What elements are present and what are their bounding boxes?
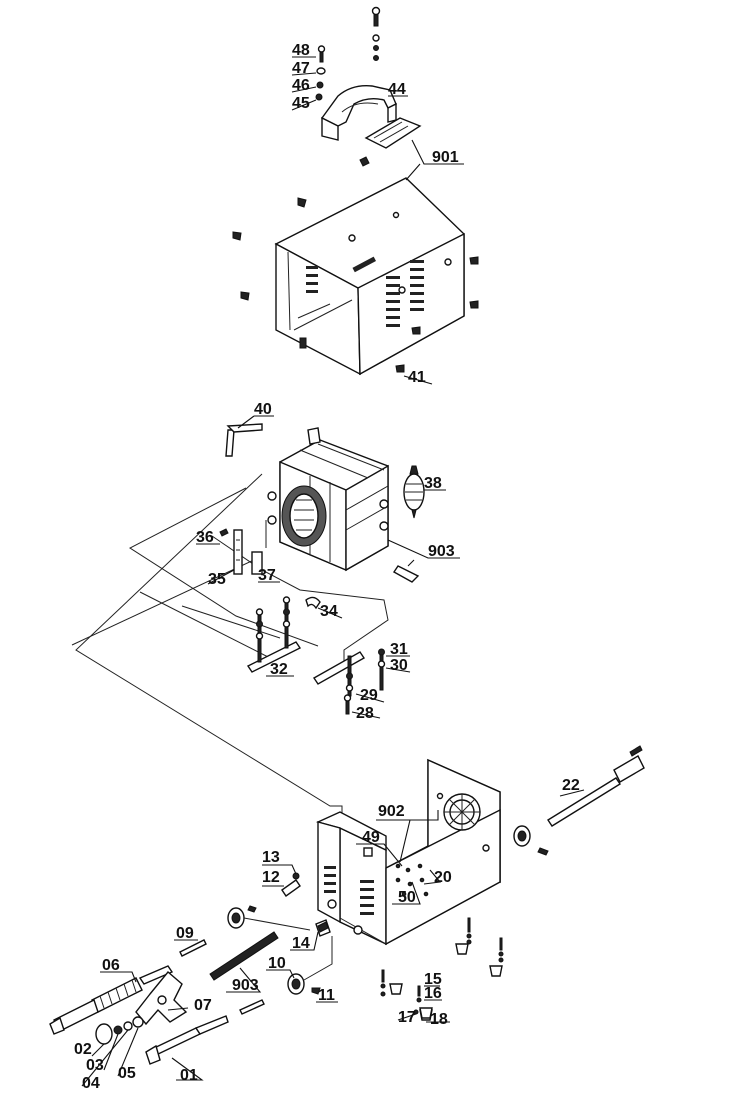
part-37-bracket xyxy=(251,551,263,575)
label-07: 07 xyxy=(194,997,212,1014)
cable-gland xyxy=(513,825,549,856)
earth-pin xyxy=(239,999,265,1015)
part-31-nut xyxy=(378,648,385,656)
label-18: 18 xyxy=(430,1011,448,1028)
part-05-washer xyxy=(132,1016,144,1028)
label-13: 13 xyxy=(262,849,280,866)
label-902: 902 xyxy=(378,803,405,820)
part-29-nut xyxy=(346,672,353,680)
transformer-core xyxy=(267,427,389,572)
part-16-washer xyxy=(416,997,422,1003)
part-29-washer xyxy=(345,684,354,692)
label-903-transformer: 903 xyxy=(428,543,455,560)
part-09-pin xyxy=(179,939,207,957)
handle-plate xyxy=(364,117,422,149)
part-28-bolt xyxy=(343,694,352,715)
part-903-cable xyxy=(209,931,279,981)
label-11: 11 xyxy=(318,987,335,1004)
label-16: 16 xyxy=(424,985,442,1002)
part-22-mains-cable xyxy=(547,745,645,827)
part-06-electrode-holder xyxy=(49,965,174,1035)
part-10-socket xyxy=(287,936,333,995)
label-37: 37 xyxy=(258,567,276,584)
label-901: 901 xyxy=(432,149,459,166)
label-47: 47 xyxy=(292,60,310,77)
label-06: 06 xyxy=(102,957,120,974)
part-36-clip xyxy=(219,528,229,537)
part-38-knob xyxy=(403,465,425,519)
part-45-nut xyxy=(315,93,323,101)
label-28: 28 xyxy=(356,705,374,722)
handle-screw-stack xyxy=(371,6,381,61)
part-35-bracket xyxy=(233,529,243,575)
label-38: 38 xyxy=(424,475,442,492)
label-20: 20 xyxy=(434,869,452,886)
label-01: 01 xyxy=(180,1067,198,1084)
part-14-fuse xyxy=(315,919,331,937)
label-44: 44 xyxy=(388,81,406,98)
part-11-screw xyxy=(311,987,321,995)
label-903-cable: 903 xyxy=(232,977,259,994)
part-46-washer xyxy=(316,81,324,89)
part-48-screw xyxy=(317,45,326,63)
label-12: 12 xyxy=(262,869,280,886)
part-02-cap xyxy=(95,1023,113,1045)
part-15-screw xyxy=(417,985,421,997)
base-chassis xyxy=(315,758,501,946)
part-34-clip xyxy=(305,596,321,610)
cover-screws xyxy=(232,197,479,373)
label-36: 36 xyxy=(196,529,214,546)
label-46: 46 xyxy=(292,77,310,94)
leader-lines xyxy=(81,56,585,1087)
part-30-washer xyxy=(377,660,386,668)
label-22: 22 xyxy=(562,777,580,794)
label-02: 02 xyxy=(74,1041,92,1058)
part-03-nut xyxy=(113,1025,123,1035)
handle-small-screw xyxy=(359,156,370,167)
label-31: 31 xyxy=(390,641,408,658)
part-903-terminal xyxy=(392,565,420,583)
part-01-earth-clamp xyxy=(145,1015,229,1065)
label-32: 32 xyxy=(270,661,288,678)
label-14: 14 xyxy=(292,935,310,952)
label-50: 50 xyxy=(398,889,416,906)
label-15: 15 xyxy=(424,971,442,988)
label-30: 30 xyxy=(390,657,408,674)
label-49: 49 xyxy=(362,829,380,846)
label-45: 45 xyxy=(292,95,310,112)
part-labels: 48 47 46 45 44 901 41 40 38 36 903 35 37… xyxy=(74,42,580,1092)
label-05: 05 xyxy=(118,1065,136,1082)
label-29: 29 xyxy=(360,687,378,704)
part-18-foot xyxy=(419,1007,433,1019)
part-32-bar xyxy=(246,596,302,673)
output-socket xyxy=(227,905,311,931)
label-17: 17 xyxy=(398,1009,416,1026)
label-35: 35 xyxy=(208,571,226,588)
part-44-handle xyxy=(320,85,397,141)
part-12-switch xyxy=(281,879,301,897)
part-04-washer xyxy=(123,1021,133,1031)
part-47-washer xyxy=(316,67,326,75)
label-09: 09 xyxy=(176,925,194,942)
label-03: 03 xyxy=(86,1057,104,1074)
cover-housing xyxy=(274,177,465,376)
label-10: 10 xyxy=(268,955,286,972)
label-34: 34 xyxy=(320,603,338,620)
part-40-crank xyxy=(225,423,263,457)
label-48: 48 xyxy=(292,42,310,59)
label-40: 40 xyxy=(254,401,272,418)
label-41: 41 xyxy=(408,369,426,386)
label-04: 04 xyxy=(82,1075,100,1092)
